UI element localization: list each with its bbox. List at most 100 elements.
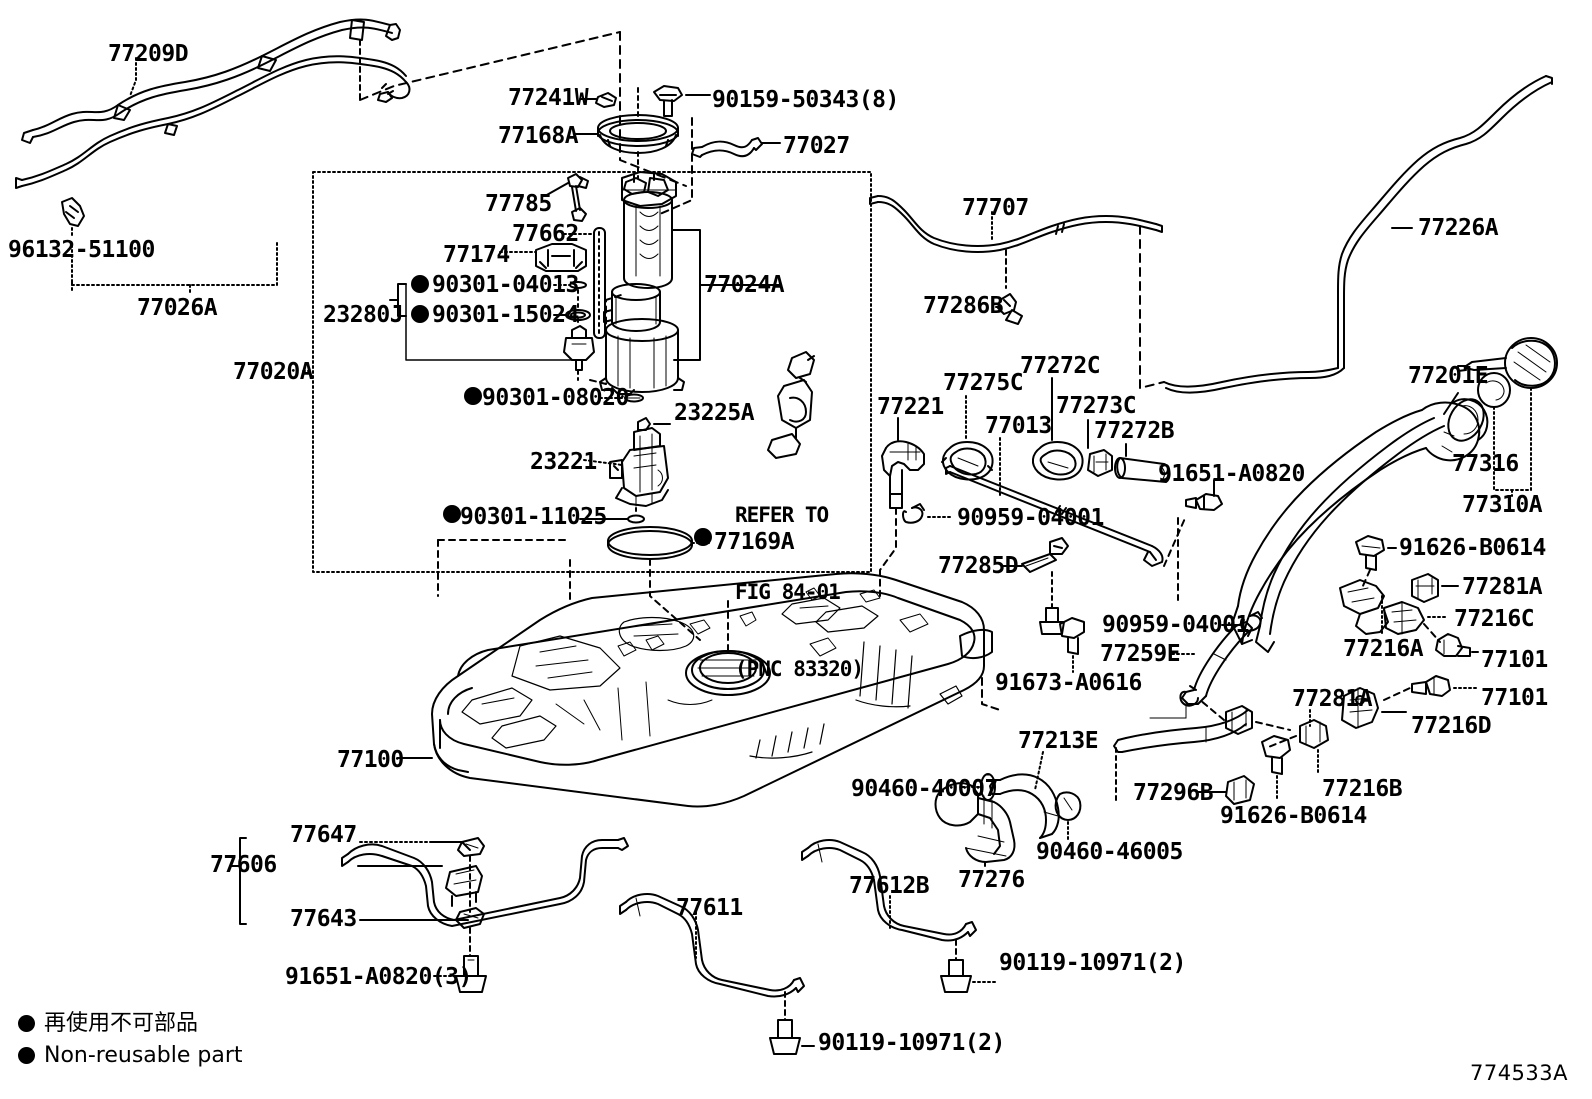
part-label-77316: 77316 [1452,451,1519,477]
part-77647 [457,837,485,857]
part-label-77296b: 77296B [1133,780,1214,806]
part-label-77226a: 77226A [1418,215,1499,241]
part-label-77168a: 77168A [498,123,579,149]
part-77024a [599,171,685,395]
part-91626-b0614-b [1261,735,1291,775]
part-label-77707: 77707 [962,195,1029,221]
part-77273c [1087,449,1113,477]
part-91673-a0616 [1059,617,1085,655]
part-label-77221: 77221 [877,394,944,420]
tube-77026a [21,61,407,187]
part-91651-a0820-3 [455,955,487,993]
part-90119-10971-a [940,959,972,993]
part-77296b-hose [1113,709,1249,753]
part-23225a [637,417,651,431]
part-label-77241w: 77241W [508,85,589,111]
bracket-77026a-line [71,239,278,286]
part-label-23280j: 23280J [323,302,404,328]
part-77168a [597,114,679,154]
part-label-77611: 77611 [676,895,743,921]
leader-77024a [671,229,701,361]
part-label-77281a-a: 77281A [1462,574,1543,600]
part-label-77216b: 77216B [1322,776,1403,802]
part-23221 [609,427,669,507]
leader-77213e [1034,751,1044,791]
part-77707 [869,195,1163,253]
dashed-link-tank-top [359,31,621,101]
part-label-77213e: 77213E [1018,728,1099,754]
refer-line-2: FIG 84-01 [735,580,841,605]
group-box-77020a [312,171,872,573]
part-label-77612b: 77612B [849,873,930,899]
part-77606-strap [341,837,629,927]
part-label-77013: 77013 [985,413,1052,439]
tube-77209d-upper [32,18,391,131]
legend: 再使用不可部品 Non-reusable part [18,1008,243,1072]
part-label-77101-b: 77101 [1481,685,1548,711]
part-label-91651-a0820-3: 91651-A0820(3) [285,964,472,990]
part-label-23221: 23221 [530,449,597,475]
part-77606-clamp [445,865,483,907]
part-77174 [535,243,587,272]
part-label-90460-40007: 90460-40007 [851,776,998,802]
part-91626-b0614-a [1355,535,1385,571]
part-label-77785: 77785 [485,191,552,217]
part-77201e [1231,398,1489,653]
part-77226a [1337,75,1553,369]
part-label-90301-11025: 90301-11025 [460,504,607,530]
part-label-90301-08020: 90301-08020 [482,385,629,411]
part-label-77174: 77174 [443,242,510,268]
part-label-91651-a0820: 91651-A0820 [1158,461,1305,487]
part-77169a [607,526,693,560]
part-label-77310a: 77310A [1462,492,1543,518]
nonreusable-dot-icon [18,1047,35,1065]
part-label-77606: 77606 [210,852,277,878]
part-90301-11025 [627,514,645,524]
part-label-77216a: 77216A [1343,636,1424,662]
part-77259e [1181,621,1253,705]
nonreusable-marker [464,387,482,405]
part-label-77275c: 77275C [943,370,1024,396]
part-77101-a [1435,633,1471,657]
part-label-77216c: 77216C [1454,606,1535,632]
nonreusable-marker [694,528,712,546]
part-77275c [941,441,994,481]
nonreusable-dot-icon [18,1015,35,1033]
part-label-77024a: 77024A [704,272,785,298]
nonreusable-marker [443,505,461,523]
part-91651-a0820 [1185,493,1223,511]
part-label-77216d: 77216D [1411,713,1492,739]
leader-23221 [583,459,623,466]
part-label-77259e: 77259E [1100,641,1181,667]
part-label-77662: 77662 [512,221,579,247]
part-label-77100: 77100 [337,747,404,773]
nonreusable-marker [411,305,429,323]
part-96132-51100 [61,197,85,227]
part-77281a-a [1411,573,1439,603]
part-label-77169a: 77169A [714,529,795,555]
part-label-77286b: 77286B [923,293,1004,319]
part-label-77281a-b: 77281A [1292,686,1373,712]
part-label-77201e: 77201E [1408,363,1489,389]
part-label-91626-b0614-a: 91626-B0614 [1399,535,1546,561]
part-77785 [567,173,589,222]
part-label-96132-51100: 96132-51100 [8,237,155,263]
bracket-77606 [239,837,247,925]
part-77100-fuel-tank [431,572,993,808]
part-90301-08020 [624,393,644,403]
part-90959-04001-c [1179,685,1199,707]
legend-row-en: Non-reusable part [18,1040,243,1072]
part-label-90460-46005: 90460-46005 [1036,839,1183,865]
part-label-77273c: 77273C [1056,393,1137,419]
part-90119-10971-b [769,1019,801,1055]
part-label-77026a: 77026A [137,295,218,321]
part-77643 [455,907,485,929]
part-77272b [1114,457,1171,483]
part-90159-50343 [653,85,683,117]
part-77662 [593,227,606,339]
part-77221 [881,440,925,509]
part-label-77272c: 77272C [1020,353,1101,379]
part-label-90159-50343: 90159-50343(8) [712,87,899,113]
part-fuel-sender-refer [767,351,815,459]
part-90959-04001-a [902,503,925,524]
